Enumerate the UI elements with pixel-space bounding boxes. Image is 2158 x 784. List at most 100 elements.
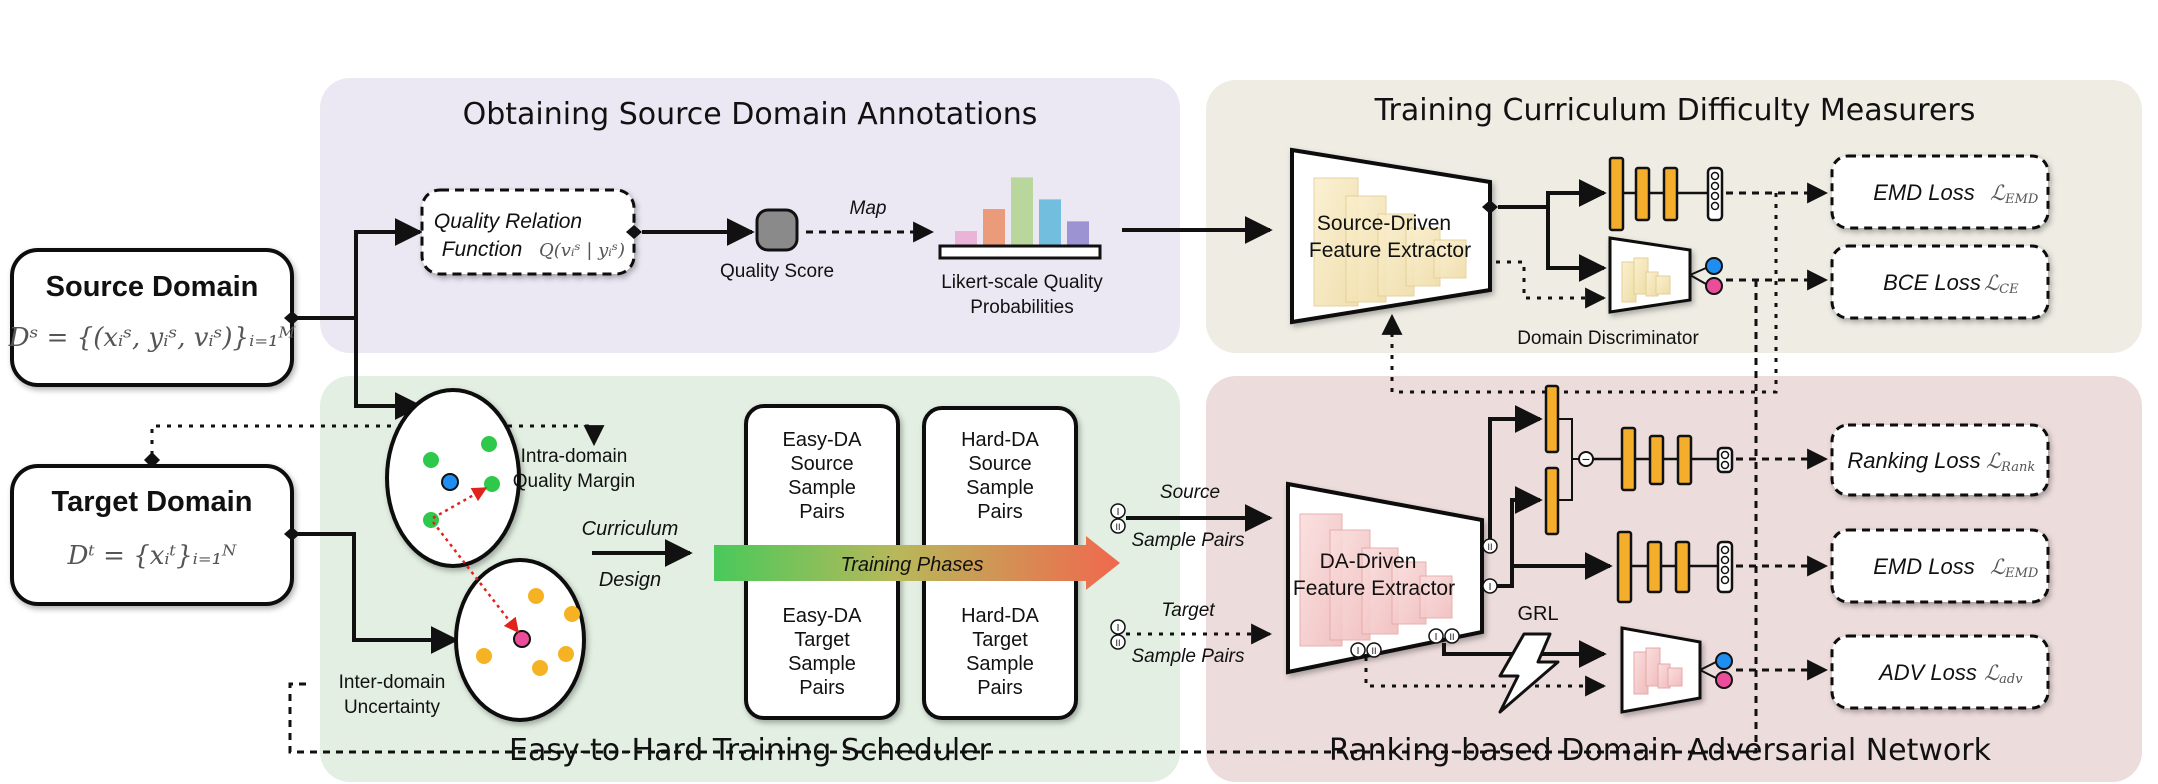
source-pairs-label: Sample Pairs: [1132, 530, 1245, 551]
target-to-ellipse-connector: [292, 532, 459, 654]
source-driven-feature-extractor: [1290, 147, 1492, 325]
map-label: Map: [850, 198, 887, 219]
target-point: [476, 648, 492, 664]
target-domain-formula: Dᵗ = {xᵢᵗ}ᵢ₌₁ᴺ: [67, 541, 237, 571]
svg-text:ℒCE: ℒCE: [1984, 271, 2019, 297]
hard-source-line: Hard-DA: [961, 429, 1039, 451]
marker-1: I: [1357, 646, 1360, 657]
histogram-base: [938, 244, 1102, 260]
source-port-diamond: [284, 311, 300, 325]
target-point: [564, 606, 580, 622]
subtract-symbol: −: [1582, 451, 1590, 467]
easy-source-line: Sample: [788, 477, 856, 499]
emd-fc-layers: [1616, 530, 1734, 604]
hard-source-line: Source: [968, 453, 1031, 475]
intra-label-line2: Quality Margin: [513, 471, 636, 492]
source-extractor-dotted-to-discriminator: [1496, 260, 1607, 309]
source-extractor-port: [1482, 200, 1498, 214]
source-pairs-source-label: Source: [1160, 482, 1220, 503]
bce-loss-subscript: CE: [1999, 282, 2019, 297]
design-label: Design: [599, 569, 661, 591]
da-extractor-markers: II I I II I II: [1350, 538, 1498, 658]
intra-label-line1: Intra-domain: [521, 446, 628, 467]
emd-loss-bottom-subscript: EMD: [2004, 566, 2039, 581]
target-pairs-target-label: Target: [1161, 600, 1215, 621]
discriminator-output-line-b: [1689, 274, 1707, 285]
adv-loss-box: ADV Loss ℒadv: [1830, 634, 2050, 710]
ranking-loss-symbol: ℒ: [1986, 449, 2002, 473]
relation-label-line2: Function: [442, 238, 523, 261]
target-domain-title: Target Domain: [52, 486, 253, 518]
marker-2: II: [1449, 632, 1454, 642]
adv-output-line-a: [1699, 661, 1717, 671]
target-domain-box: Target Domain Dᵗ = {xᵢᵗ}ᵢ₌₁ᴺ: [10, 464, 294, 606]
source-extractor-to-discriminator: [1498, 205, 1607, 282]
adv-output-pink: [1715, 671, 1733, 689]
source-domain-title: Source Domain: [46, 271, 259, 303]
svg-text:ℒadv: ℒadv: [1984, 661, 2023, 687]
hard-target-line: Target: [972, 629, 1028, 651]
hard-target-line: Sample: [966, 653, 1034, 675]
svg-text:ℒEMD: ℒEMD: [1990, 555, 2039, 581]
easy-target-line: Pairs: [799, 677, 845, 699]
emd-loss-top-symbol: ℒ: [1990, 181, 2006, 205]
quality-score-label: Quality Score: [720, 261, 834, 282]
discriminator-output-blue: [1705, 257, 1723, 275]
source-anchor-point: [441, 473, 459, 491]
likert-label-line1: Likert-scale Quality: [941, 272, 1103, 293]
target-anchor-point: [513, 630, 531, 648]
domain-discriminator-label: Domain Discriminator: [1517, 328, 1699, 349]
training-phases-arrow: [714, 536, 1120, 590]
emd-loss-dotted-feedback: [1381, 193, 1778, 394]
panel-title-source-annotations: Obtaining Source Domain Annotations: [463, 97, 1038, 132]
easy-source-line: Source: [790, 453, 853, 475]
hard-target-line: Hard-DA: [961, 605, 1039, 627]
easy-source-line: Easy-DA: [783, 429, 863, 451]
quality-score-node: [755, 208, 799, 252]
marker-1: I: [1117, 623, 1120, 634]
da-extractor-label-line2: Feature Extractor: [1293, 577, 1455, 600]
emd-loss-bottom-box: EMD Loss ℒEMD: [1830, 528, 2050, 604]
source-domain-formula: Dˢ = {(xᵢˢ, yᵢˢ, vᵢˢ)}ᵢ₌₁ᴹ: [8, 323, 297, 353]
likert-label-line2: Probabilities: [970, 297, 1074, 318]
easy-target-line: Easy-DA: [783, 605, 863, 627]
likert-histogram: [955, 177, 1089, 246]
target-port-diamond: [284, 527, 300, 541]
bce-loss-label: BCE Loss: [1883, 270, 1981, 295]
svg-text:EMD Loss: EMD Loss: [1873, 180, 1974, 205]
easy-source-line: Pairs: [799, 501, 845, 523]
ranking-loss-box: Ranking Loss ℒRank: [1830, 423, 2050, 497]
da-driven-feature-extractor: [1286, 481, 1484, 675]
easy-target-line: Target: [794, 629, 850, 651]
source-point: [481, 436, 497, 452]
emd-loss-top-box: EMD Loss ℒEMD: [1830, 154, 2050, 230]
source-domain-box: Source Domain Dˢ = {(xᵢˢ, yᵢˢ, vᵢˢ)}ᵢ₌₁ᴹ: [8, 248, 297, 387]
likert-bar: [955, 231, 977, 246]
da-extractor-to-grl: [1442, 640, 1607, 668]
inter-label-line1: Inter-domain: [339, 672, 446, 693]
target-point: [558, 646, 574, 662]
svg-text:ℒEMD: ℒEMD: [1990, 181, 2039, 207]
target-pairs-markers: I II: [1110, 619, 1126, 650]
discriminator-output-line-a: [1689, 267, 1707, 276]
hard-source-line: Pairs: [977, 501, 1023, 523]
source-to-ellipse-connector: [354, 318, 423, 420]
emd-loss-top-label: EMD Loss: [1873, 180, 1974, 205]
panel-source-annotations: [320, 78, 1180, 353]
adv-output-line-b: [1699, 669, 1717, 679]
target-port-diamond-top: [144, 452, 160, 468]
source-fork-connector: [292, 218, 423, 320]
domain-discriminator: [1608, 236, 1692, 314]
bce-loss-dotted-feedback: [288, 280, 1758, 754]
adv-output-blue: [1715, 652, 1733, 670]
ranking-loss-subscript: Rank: [2000, 460, 2035, 475]
panel-title-curriculum-measurers: Training Curriculum Difficulty Measurers: [1374, 93, 1976, 128]
relation-port-diamond: [626, 225, 642, 239]
da-extractor-to-emd-fc: [1490, 552, 1613, 588]
quality-relation-function-box: Quality Relation Function Q(vᵢˢ | yᵢˢ): [420, 188, 636, 276]
marker-1: I: [1489, 582, 1492, 593]
adv-loss-symbol: ℒ: [1984, 661, 2000, 685]
